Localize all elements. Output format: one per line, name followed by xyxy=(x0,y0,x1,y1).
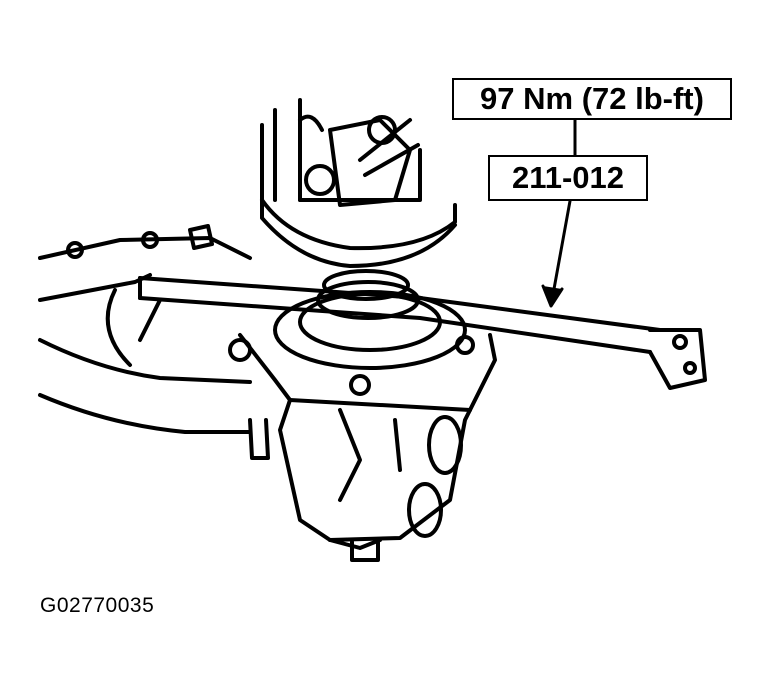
steering-gear-housing xyxy=(228,269,497,562)
callout-leader xyxy=(541,118,577,308)
figure-code: G02770035 xyxy=(40,594,155,617)
torque-spec-label: 97 Nm (72 lb-ft) xyxy=(480,81,704,116)
frame-crossmember xyxy=(38,224,252,434)
wrench-tool xyxy=(138,276,707,390)
upper-coupler xyxy=(260,98,457,268)
tool-callout: 211-012 xyxy=(488,155,648,201)
tool-number-label: 211-012 xyxy=(511,160,625,195)
torque-callout: 97 Nm (72 lb-ft) xyxy=(452,78,732,120)
